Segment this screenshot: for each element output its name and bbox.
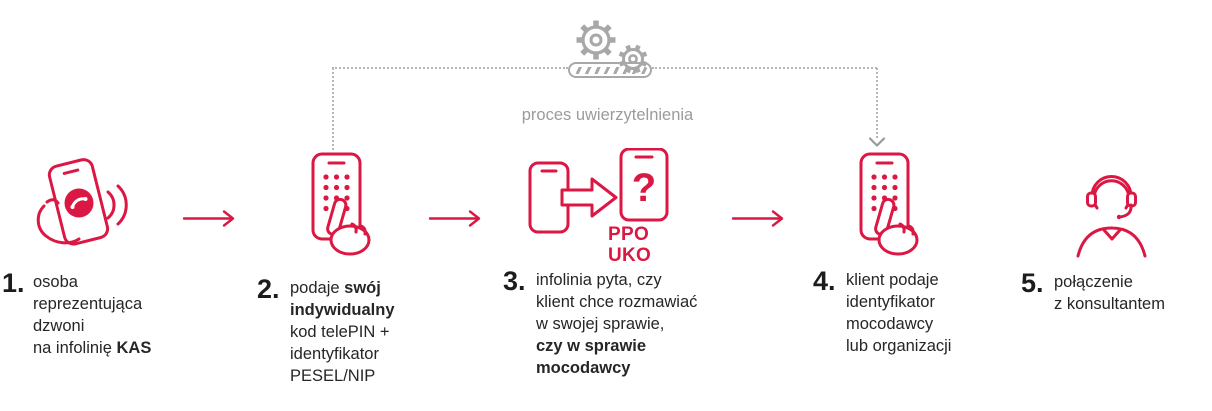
step-text: połączenie z konsultantem (1054, 273, 1165, 313)
step-text: infolinia pyta, czy klient chce rozmawia… (536, 271, 698, 377)
step-number: 1. (2, 268, 25, 298)
step-number: 5. (1021, 268, 1044, 298)
step-text: osoba reprezentująca dzwoni na infolinię… (33, 273, 152, 357)
flow-arrow-icon (731, 210, 784, 227)
step-number: 3. (503, 266, 526, 296)
step-text: klient podaje identyfikator mocodawcy lu… (846, 271, 952, 355)
phone-keypad-hand-icon (311, 152, 371, 256)
flow-arrow-icon (182, 210, 235, 227)
dotted-connector-right-vertical (876, 68, 878, 138)
phones-transfer-question-icon: ? (528, 148, 669, 234)
phone-keypad-hand-icon (859, 152, 919, 256)
phone-call-waves-icon (36, 158, 128, 246)
flow-arrow-icon (428, 210, 481, 227)
ppo-uko-label: PPO UKO (608, 224, 652, 267)
step-number: 2. (257, 274, 280, 304)
down-arrow-icon (868, 137, 886, 147)
dotted-connector-left-horizontal (332, 67, 568, 69)
auth-caption: proces uwierzytelnienia (521, 106, 694, 124)
step-number: 4. (813, 266, 836, 296)
consultant-headset-icon (1076, 175, 1147, 258)
step-text: podaje swój indywidualny kod telePIN + i… (290, 279, 395, 385)
svg-text:?: ? (632, 166, 656, 210)
dotted-connector-left-vertical (332, 68, 334, 150)
loading-bar (568, 62, 652, 78)
dotted-connector-right-horizontal (652, 67, 877, 69)
